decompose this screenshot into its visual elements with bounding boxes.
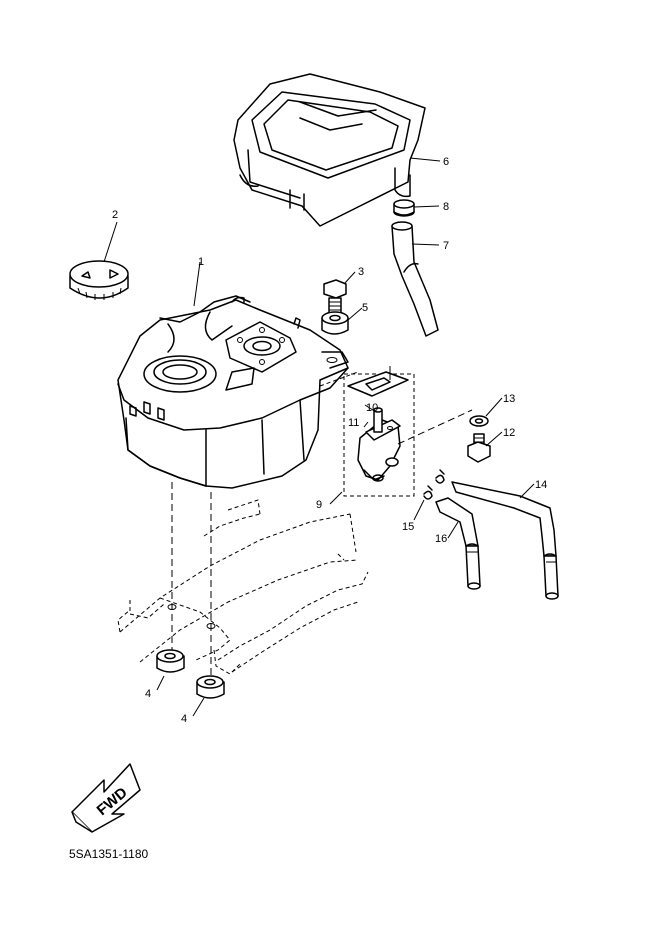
callout-9: 9: [316, 499, 322, 511]
callout-4b: 4: [181, 713, 187, 725]
callout-14: 14: [535, 479, 547, 491]
diagram-code: 5SA1351-1180: [69, 847, 149, 861]
callout-1: 1: [198, 256, 204, 268]
frame-background: [117, 499, 369, 675]
leader-lines: [103, 157, 535, 717]
forward-arrow-icon: FWD: [71, 763, 141, 833]
gasket-part: [347, 371, 409, 397]
fuel-cock-assembly-group: [319, 371, 415, 497]
breather-hose-part: [391, 221, 439, 337]
callout-13: 13: [503, 393, 515, 405]
callout-12: 12: [503, 427, 515, 439]
callout-10: 10: [366, 402, 378, 414]
callout-6: 6: [443, 156, 449, 168]
callout-5: 5: [362, 302, 368, 314]
fuel-hose-part: [451, 481, 559, 600]
bolt-part: [323, 279, 347, 315]
washer-part: [469, 415, 489, 427]
tank-damper-part-a: [156, 649, 185, 673]
fuel-cap-part: [69, 260, 129, 300]
hose-clip-part: [423, 469, 445, 500]
grommet-part: [393, 199, 415, 217]
callout-labels: 1 2 3 5 6 8 7 9 10 11 13 12 14 15 16 4 4: [112, 156, 547, 725]
callout-2: 2: [112, 209, 118, 221]
fuel-cock-part: [357, 407, 401, 482]
callout-4a: 4: [145, 688, 151, 700]
fuel-tank-part: [117, 295, 349, 489]
callout-7: 7: [443, 240, 449, 252]
fuel-hose-short-part: [435, 497, 481, 590]
callout-11: 11: [348, 417, 359, 429]
callout-16: 16: [435, 533, 447, 545]
callout-8: 8: [443, 201, 449, 213]
callout-3: 3: [358, 266, 364, 278]
tank-damper-part-b: [196, 675, 225, 699]
drain-bolt-part: [467, 433, 491, 463]
tank-cover-part: [233, 73, 426, 227]
callout-15: 15: [402, 521, 414, 533]
damper-part: [321, 311, 349, 335]
